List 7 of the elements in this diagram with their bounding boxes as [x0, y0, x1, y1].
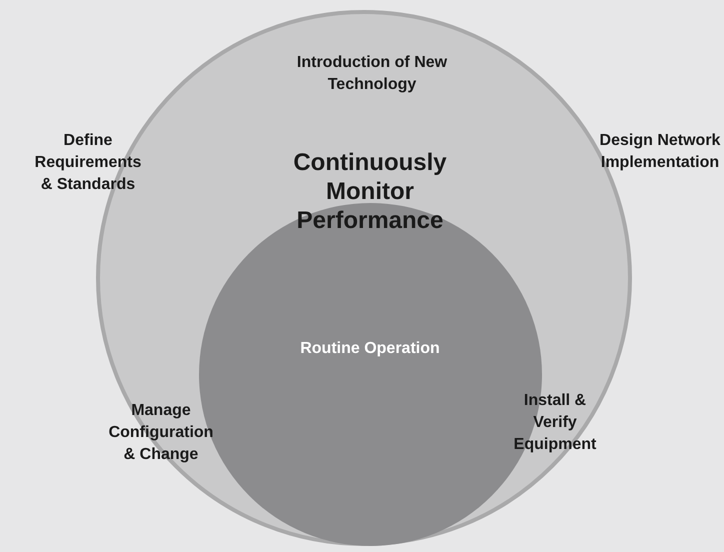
stage-label: Install & Verify Equipment	[512, 391, 598, 455]
circle-label: Routine Operation	[299, 339, 441, 359]
stage-label: Introduction of New Technology	[296, 53, 448, 95]
stage-label: Design Network Implementation	[598, 131, 722, 173]
circle-title: Continuously Monitor Performance	[292, 148, 448, 235]
stage-label: Define Requirements & Standards	[34, 131, 142, 195]
stage-label: Manage Configuration & Change	[108, 401, 214, 465]
